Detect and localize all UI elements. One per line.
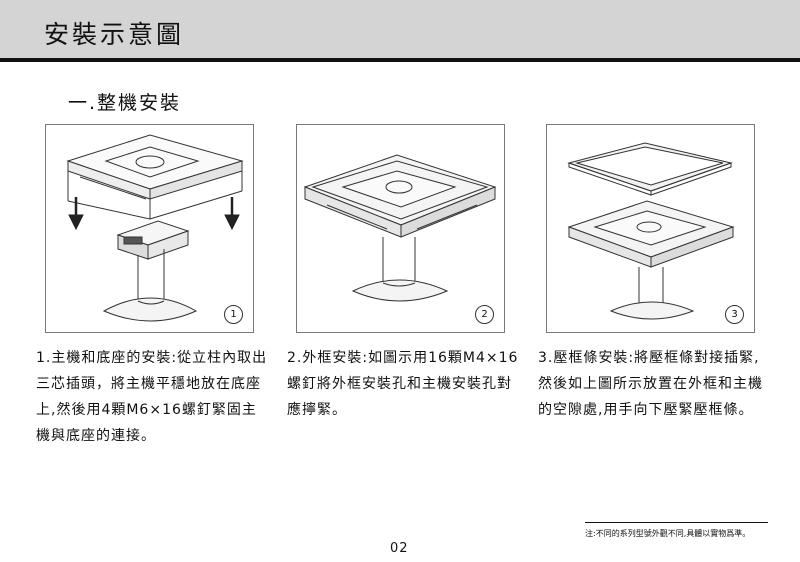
step-3-description: 3.壓框條安裝:將壓框條對接插緊,然後如上圖所示放置在外框和主機的空隙處,用手向… (538, 350, 763, 418)
page-title: 安裝示意圖 (44, 20, 185, 49)
step-2-description: 2.外框安裝:如圖示用16顆M4×16螺釘將外框安裝孔和主機安裝孔對應擰緊。 (287, 350, 519, 418)
step-2-illustration: 2 (296, 124, 505, 333)
table-top-and-base-drawing (66, 134, 244, 322)
header-divider (0, 58, 800, 62)
step-2-number: 2 (475, 305, 494, 324)
page-number: 02 (390, 541, 409, 556)
step-3-number: 3 (725, 305, 744, 324)
table-with-trim-drawing (567, 142, 735, 320)
header-bar (0, 0, 800, 58)
table-with-frame-drawing (303, 154, 497, 302)
footnote: 注:不同的系列型號外觀不同,具體以實物爲準。 (585, 529, 751, 538)
note-divider (585, 522, 768, 523)
step-3-illustration: 3 (546, 124, 755, 333)
section-title: 一.整機安裝 (68, 92, 182, 114)
step-1-illustration: 1 (45, 124, 254, 333)
step-1-number: 1 (224, 305, 243, 324)
step-1-description: 1.主機和底座的安裝:從立柱內取出三芯插頭，將主機平穩地放在底座上,然後用4顆M… (36, 350, 268, 444)
